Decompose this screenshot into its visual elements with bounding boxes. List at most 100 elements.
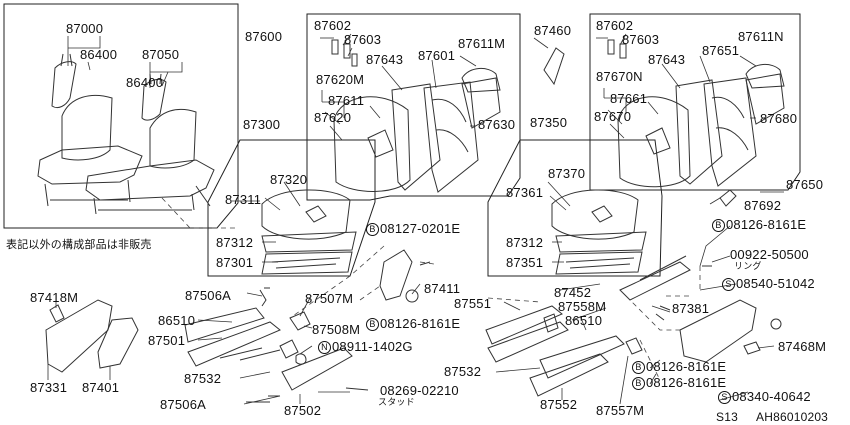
dashed-guide-lines (161, 197, 701, 381)
part-label-86400: 86400 (126, 75, 164, 90)
part-label-87651: 87651 (702, 43, 740, 58)
part-label-87351: 87351 (506, 255, 544, 270)
part-label-87401: 87401 (82, 380, 120, 395)
circle-s-mark: S (722, 278, 735, 291)
part-label-87600: 87600 (245, 29, 283, 44)
part-number: 08340-40642 (732, 389, 811, 404)
part-label-87301: 87301 (216, 255, 254, 270)
part-label-87050: 87050 (142, 47, 180, 62)
part-number: 08126-8161E (726, 217, 807, 232)
circle-n-mark: N (318, 341, 331, 354)
part-label-87611: 87611 (328, 93, 365, 108)
part-label-87532: 87532 (444, 364, 482, 379)
part-label-87650: 87650 (786, 177, 824, 192)
part-label-87502: 87502 (284, 403, 322, 418)
part-number: 08126-8161E (646, 375, 727, 390)
part-label-87418m: 87418M (30, 290, 79, 305)
part-label-87370: 87370 (548, 166, 586, 181)
part-label-87643: 87643 (648, 52, 686, 67)
seatback-lh-parts (543, 39, 785, 207)
part-label-87661: 87661 (610, 91, 648, 106)
part-label-87300: 87300 (243, 117, 281, 132)
part-label-86510: 86510 (565, 313, 603, 328)
part-label-08269-02210: 08269-02210 (380, 383, 459, 398)
part-label-87602: 87602 (596, 18, 634, 33)
part-label-87532: 87532 (184, 371, 222, 386)
note-not-sold-separately: 表記以外の構成部品は非販売 (6, 238, 152, 251)
part-label-87603: 87603 (344, 32, 382, 47)
part-label-87643: 87643 (366, 52, 404, 67)
frame-lh-cushion (487, 139, 663, 277)
inset-frame-assembly (3, 3, 239, 229)
part-label-00922-50500: 00922-50500 (730, 247, 809, 262)
label-ring: リング (734, 262, 762, 272)
part-label-87680: 87680 (760, 111, 798, 126)
part-label-87611m: 87611M (458, 36, 506, 51)
footer-code-ah86010203: AH86010203 (756, 410, 829, 424)
label-stud: スタッド (378, 398, 415, 408)
part-label-87361: 87361 (506, 185, 544, 200)
cushion-parts (261, 189, 647, 275)
part-label-87452: 87452 (554, 285, 592, 300)
part-label-87620: 87620 (314, 110, 352, 125)
part-label-86510: 86510 (158, 313, 196, 328)
part-label-87692: 87692 (744, 198, 782, 213)
leader-lines (47, 33, 784, 405)
part-label-87551: 87551 (454, 296, 492, 311)
part-label-87312: 87312 (216, 235, 254, 250)
part-label-87468m: 87468M (778, 339, 827, 354)
seatback-rh-parts (331, 39, 501, 193)
part-label-87508m: 87508M (312, 322, 361, 337)
part-number: 08540-51042 (736, 276, 815, 291)
part-number: 08911-1402G (332, 339, 413, 354)
circle-b-mark: B (366, 223, 379, 236)
rail-lh-parts (485, 255, 782, 397)
part-label-87601: 87601 (418, 48, 456, 63)
part-label-87611n: 87611N (738, 29, 784, 44)
part-label-87350: 87350 (530, 115, 568, 130)
seat-assembly-illustration (37, 53, 215, 215)
part-label-87620m: 87620M (316, 72, 365, 87)
part-label-87630: 87630 (478, 117, 516, 132)
circle-b-mark: B (632, 361, 645, 374)
circle-b-mark: B (366, 318, 379, 331)
part-label-87460: 87460 (534, 23, 572, 38)
part-label-87506a: 87506A (185, 288, 232, 303)
rail-rh-parts (45, 249, 431, 403)
part-label-87552: 87552 (540, 397, 578, 412)
part-label-87506a: 87506A (160, 397, 207, 412)
part-label-87331: 87331 (30, 380, 68, 395)
part-label-87381: 87381 (672, 301, 710, 316)
part-label-87411: 87411 (424, 281, 461, 296)
part-label-87507m: 87507M (305, 291, 354, 306)
frame-rh-seatback (306, 13, 521, 201)
part-label-87312: 87312 (506, 235, 544, 250)
part-label-87501: 87501 (148, 333, 186, 348)
part-label-87000: 87000 (66, 21, 104, 36)
part-number: 08126-8161E (646, 359, 727, 374)
part-label-87558m: 87558M (558, 299, 607, 314)
circle-b-mark: B (712, 219, 725, 232)
part-label-87320: 87320 (270, 172, 308, 187)
part-label-87602: 87602 (314, 18, 352, 33)
part-label-87311: 87311 (225, 192, 262, 207)
circle-s-mark: S (718, 391, 731, 404)
part-number: 08127-0201E (380, 221, 461, 236)
footer-code-s13: S13 (716, 410, 738, 424)
frame-lh-seatback (589, 13, 801, 191)
circle-b-mark: B (632, 377, 645, 390)
part-label-87670n: 87670N (596, 69, 643, 84)
part-label-87557m: 87557M (596, 403, 645, 418)
part-label-86400: 86400 (80, 47, 118, 62)
part-label-87603: 87603 (622, 32, 660, 47)
part-number: 08126-8161E (380, 316, 461, 331)
